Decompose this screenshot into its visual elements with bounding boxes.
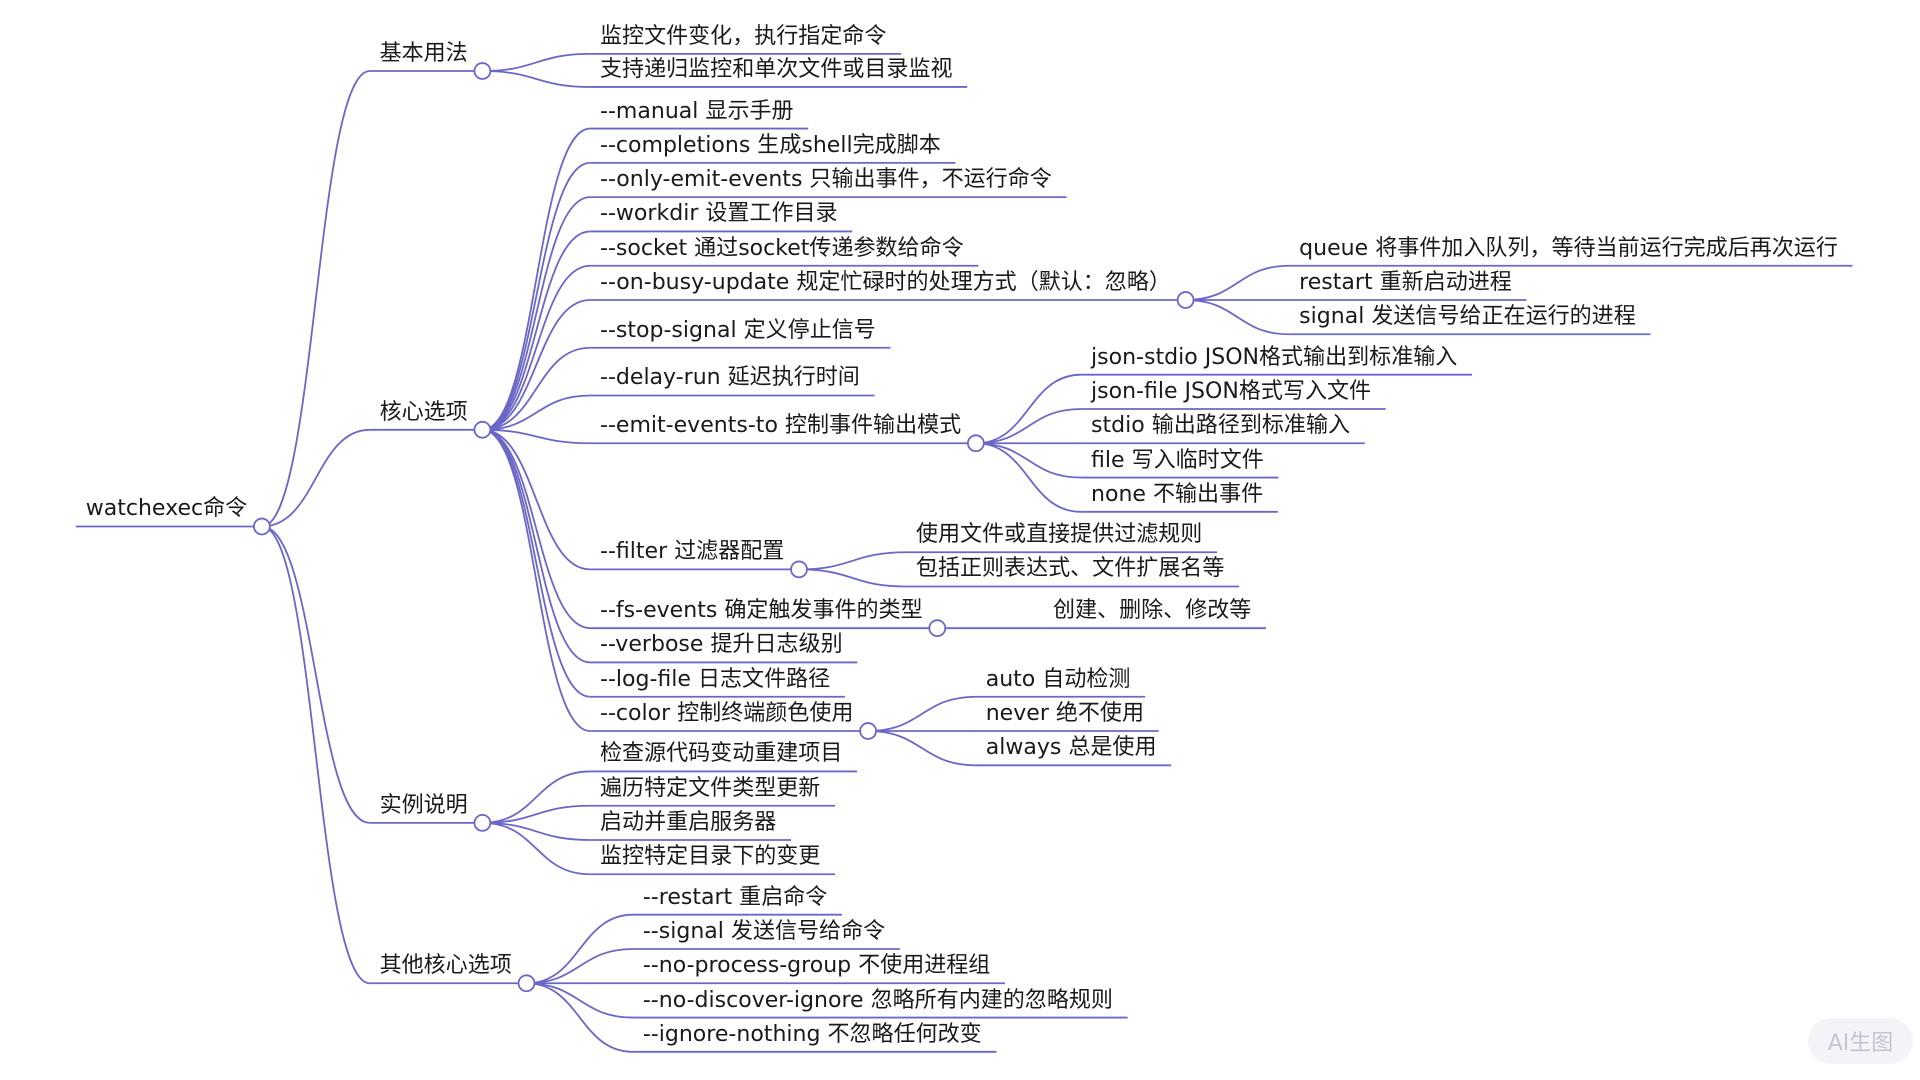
connector-examples	[261, 525, 370, 824]
node-c10[interactable]: --filter 过滤器配置	[600, 539, 785, 565]
connector-basic	[261, 70, 370, 528]
connector-c11	[482, 428, 591, 630]
node-o4[interactable]: --no-discover-ignore 忽略所有内建的忽略规则	[642, 987, 1113, 1013]
connector-o5	[526, 982, 634, 1053]
connector-c7	[482, 346, 591, 431]
connector-c14c	[868, 730, 976, 767]
node-c9e[interactable]: none 不输出事件	[1091, 481, 1264, 507]
node-c5[interactable]: --socket 通过socket传递参数给命令	[600, 235, 964, 261]
node-c2[interactable]: --completions 生成shell完成脚本	[600, 132, 941, 158]
connector-c14	[482, 428, 591, 732]
node-c4[interactable]: --workdir 设置工作目录	[600, 201, 838, 227]
collapse-toggle-root[interactable]	[253, 517, 271, 536]
connector-e3	[482, 821, 591, 841]
node-e4[interactable]: 监控特定目录下的变更	[600, 844, 821, 870]
connector-o1	[526, 913, 634, 985]
connector-c12	[482, 428, 591, 664]
collapse-toggle-c9[interactable]	[967, 434, 985, 453]
node-core[interactable]: 核心选项	[379, 399, 468, 425]
connector-o2	[526, 948, 634, 985]
node-c11a[interactable]: 创建、删除、修改等	[1053, 598, 1252, 624]
node-e1[interactable]: 检查源代码变动重建项目	[600, 741, 843, 767]
node-o2[interactable]: --signal 发送信号给命令	[642, 918, 886, 944]
connector-e2	[482, 804, 591, 824]
connector-c13	[482, 428, 591, 698]
connector-c6	[482, 299, 591, 431]
node-c9a[interactable]: json-stdio JSON格式输出到标准输入	[1091, 344, 1458, 370]
collapse-toggle-c14[interactable]	[859, 722, 877, 740]
node-b1[interactable]: 监控文件变化，执行指定命令	[600, 23, 887, 49]
connector-c3	[482, 196, 591, 431]
connector-c4	[482, 230, 591, 431]
connector-other	[261, 525, 370, 985]
node-c14[interactable]: --color 控制终端颜色使用	[600, 700, 854, 726]
connector-c9b	[975, 408, 1082, 445]
connector-c8	[482, 394, 591, 431]
node-other[interactable]: 其他核心选项	[379, 953, 512, 979]
node-c1[interactable]: --manual 显示手册	[600, 98, 794, 124]
connector-o4	[526, 982, 634, 1019]
connector-c9a	[975, 373, 1082, 445]
connector-c10b	[799, 568, 907, 588]
collapse-toggle-core[interactable]	[473, 420, 492, 439]
connector-c9d	[975, 442, 1082, 479]
collapse-toggle-basic[interactable]	[473, 62, 492, 80]
node-c11[interactable]: --fs-events 确定触发事件的类型	[600, 598, 923, 624]
connector-e4	[482, 821, 591, 876]
collapse-toggle-c10[interactable]	[790, 560, 808, 579]
ai-image-watermark: AI生图	[1808, 1018, 1913, 1064]
collapse-toggle-c6[interactable]	[1176, 291, 1195, 309]
connector-core	[261, 428, 370, 528]
node-c9b[interactable]: json-file JSON格式写入文件	[1091, 378, 1372, 404]
node-root[interactable]: watchexec命令	[85, 496, 248, 522]
connector-b1	[482, 52, 591, 72]
node-c6a[interactable]: queue 将事件加入队列，等待当前运行完成后再次运行	[1299, 235, 1838, 261]
connector-c14a	[868, 695, 976, 732]
collapse-toggle-c11[interactable]	[928, 619, 947, 638]
node-c10a[interactable]: 使用文件或直接提供过滤规则	[915, 522, 1203, 548]
node-basic[interactable]: 基本用法	[379, 40, 468, 66]
node-o3[interactable]: --no-process-group 不使用进程组	[642, 953, 991, 979]
node-c14b[interactable]: never 绝不使用	[985, 700, 1144, 726]
node-e2[interactable]: 遍历特定文件类型更新	[600, 775, 821, 801]
connector-c10	[482, 428, 591, 571]
connector-c6a	[1185, 264, 1290, 301]
node-c9c[interactable]: stdio 输出路径到标准输入	[1091, 413, 1351, 439]
node-c9d[interactable]: file 写入临时文件	[1091, 447, 1264, 473]
node-c13[interactable]: --log-file 日志文件路径	[600, 666, 831, 692]
connector-c5	[482, 264, 591, 431]
node-o5[interactable]: --ignore-nothing 不忽略任何改变	[642, 1021, 982, 1047]
connector-e1	[482, 770, 591, 824]
node-c14a[interactable]: auto 自动检测	[985, 666, 1131, 692]
node-c6[interactable]: --on-busy-update 规定忙碌时的处理方式（默认：忽略）	[600, 269, 1171, 295]
node-c6b[interactable]: restart 重新启动进程	[1299, 269, 1512, 295]
node-c7[interactable]: --stop-signal 定义停止信号	[600, 317, 876, 343]
connector-c9e	[975, 442, 1082, 513]
collapse-toggle-other[interactable]	[517, 974, 536, 993]
connector-b2	[482, 70, 591, 88]
connector-c1	[482, 127, 591, 431]
node-b2[interactable]: 支持递归监控和单次文件或目录监视	[600, 56, 953, 82]
node-examples[interactable]: 实例说明	[379, 792, 468, 818]
node-e3[interactable]: 启动并重启服务器	[600, 809, 777, 835]
node-c10b[interactable]: 包括正则表达式、文件扩展名等	[915, 556, 1225, 582]
connector-c2	[482, 161, 591, 431]
node-c14c[interactable]: always 总是使用	[985, 735, 1157, 761]
connector-c9	[482, 428, 591, 445]
node-c8[interactable]: --delay-run 延迟执行时间	[600, 365, 860, 391]
node-c12[interactable]: --verbose 提升日志级别	[600, 632, 843, 658]
node-c3[interactable]: --only-emit-events 只输出事件，不运行命令	[600, 167, 1052, 193]
node-c9[interactable]: --emit-events-to 控制事件输出模式	[600, 413, 962, 439]
connector-c6c	[1185, 299, 1290, 336]
node-c6c[interactable]: signal 发送信号给正在运行的进程	[1299, 304, 1636, 330]
collapse-toggle-examples[interactable]	[473, 813, 492, 832]
node-o1[interactable]: --restart 重启命令	[642, 884, 828, 910]
connector-c10a	[799, 551, 907, 571]
